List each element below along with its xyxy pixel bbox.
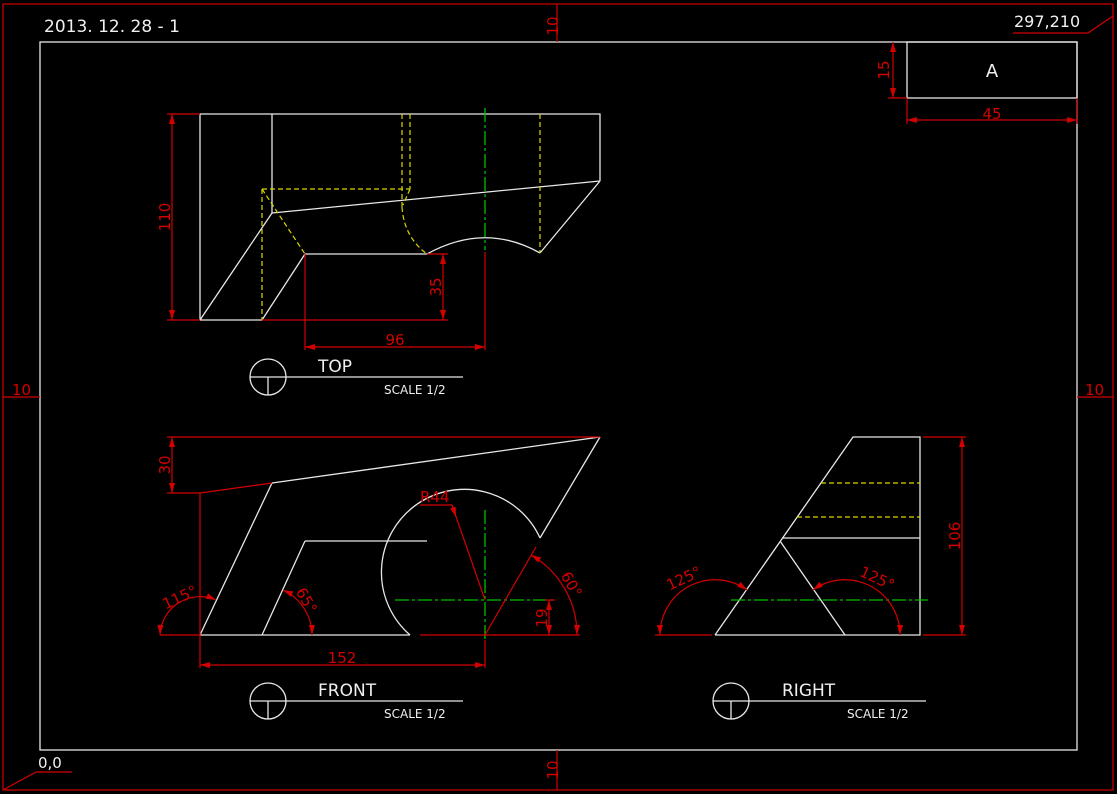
outer-border [2,3,1114,791]
front-view-centerlines [395,510,555,642]
right-view-scale: SCALE 1/2 [847,707,909,721]
front-view-title: FRONT [318,681,377,701]
right-view[interactable]: 106 125° 125° RIGHT SCALE 1/2 [655,436,966,721]
dim-106: 106 [946,522,964,551]
top-view[interactable]: 110 35 96 TOP SCALE 1/2 [156,108,601,397]
front-view-label: FRONT SCALE 1/2 [249,681,463,721]
right-view-hidden-lines [797,482,920,518]
title-block-width-dim: 45 [982,105,1001,123]
dim-110: 110 [156,203,174,232]
title-block-letter: A [986,61,999,82]
title-block: A 15 45 [875,41,1078,124]
front-view-scale: SCALE 1/2 [384,707,446,721]
top-view-scale: SCALE 1/2 [384,383,446,397]
dim-35: 35 [427,277,445,296]
dim-152: 152 [328,649,357,667]
right-view-title: RIGHT [782,681,836,701]
margin-left-label: 10 [12,381,31,399]
dim-96: 96 [385,331,404,349]
top-view-object-lines [199,113,601,321]
date-label: 2013. 12. 28 - 1 [44,17,180,37]
dim-angle-60: 60° [557,568,586,600]
sheet-frame: 2013. 12. 28 - 1 10 10 10 10 297,210 0,0 [2,3,1114,791]
dim-30: 30 [156,455,174,474]
margin-right-label: 10 [1085,381,1104,399]
margin-bottom-label: 10 [544,760,562,779]
origin-label: 0,0 [38,754,62,772]
top-view-hidden-lines [261,114,541,320]
dim-r44: R44 [420,488,450,506]
sheet-size-label: 297,210 [1014,12,1080,31]
right-view-object-lines [714,436,921,636]
front-view[interactable]: 30 R44 115° 65° 60° 19 152 FRONT SCAL [156,436,601,721]
top-view-title: TOP [317,357,352,377]
title-block-height-dim: 15 [875,60,893,79]
top-view-label: TOP SCALE 1/2 [249,357,463,397]
right-view-label: RIGHT SCALE 1/2 [712,681,926,721]
top-view-dimensions: 110 35 96 [156,113,486,350]
dim-19: 19 [533,608,551,627]
dim-angle-115: 115° [160,582,200,614]
front-view-object-lines [199,436,601,636]
inner-border [39,41,1078,751]
front-view-dimensions: 30 R44 115° 65° 60° 19 152 [156,436,600,668]
dim-angle-65: 65° [292,584,321,616]
margin-top-label: 10 [544,16,562,35]
